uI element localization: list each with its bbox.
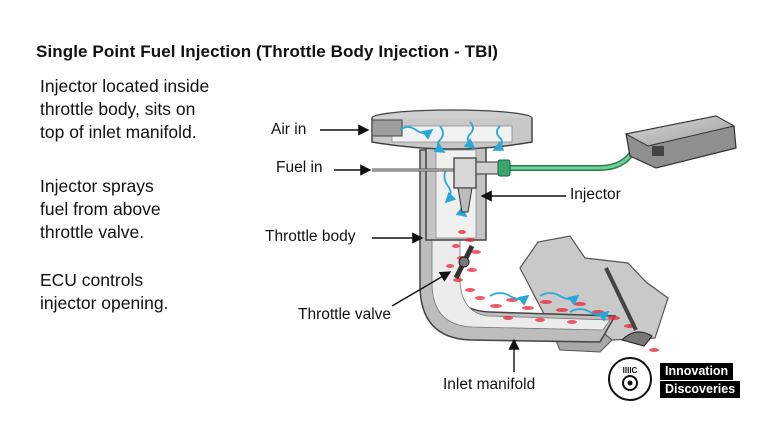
note-line: Injector sprays: [40, 176, 154, 196]
label-throttle-valve: Throttle valve: [298, 306, 392, 323]
gear-icon: IIIIC: [622, 366, 638, 391]
page-title: Single Point Fuel Injection (Throttle Bo…: [36, 42, 499, 61]
intake-valve: [604, 267, 653, 347]
note-line: throttle valve.: [40, 222, 145, 242]
throttle-valve: [453, 244, 475, 280]
brand-logo: IIIIC: [608, 357, 652, 401]
note-line: fuel from above: [40, 199, 161, 219]
note-line: ECU controls: [40, 270, 144, 290]
note-injector-location: Injector located inside throttle body, s…: [40, 75, 209, 144]
throttle-body: [425, 141, 487, 241]
leader-arrows: [320, 124, 566, 372]
label-injector: Injector: [570, 186, 621, 203]
label-throttle-body: Throttle body: [265, 228, 356, 245]
note-line: top of inlet manifold.: [40, 122, 197, 142]
brand-name-line2: Discoveries: [660, 381, 741, 398]
note-line: injector opening.: [40, 293, 169, 313]
note-line: Injector located inside: [40, 76, 210, 96]
injector: [453, 157, 511, 213]
air-cleaner: [371, 109, 533, 150]
note-injector-spray: Injector sprays fuel from above throttle…: [40, 175, 161, 244]
note-line: throttle body, sits on: [40, 99, 196, 119]
logo-text: IIIIC: [623, 366, 638, 375]
ecu-box: [624, 115, 737, 169]
label-fuel-in: Fuel in: [276, 159, 323, 176]
note-ecu-control: ECU controls injector opening.: [40, 269, 168, 315]
label-air-in: Air in: [271, 121, 307, 138]
brand-name-line1: Innovation: [660, 363, 734, 380]
label-inlet-manifold: Inlet manifold: [443, 376, 536, 393]
fuel-spray: [446, 230, 659, 352]
